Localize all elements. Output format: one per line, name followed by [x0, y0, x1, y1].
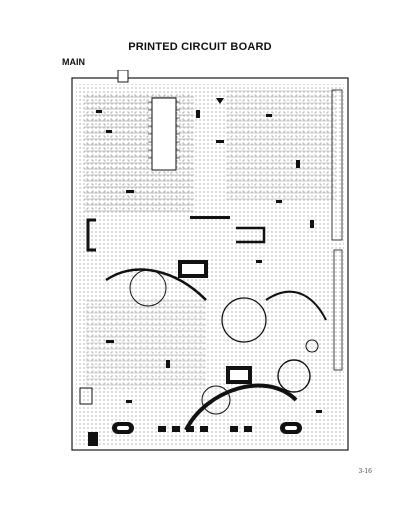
page-title: PRINTED CIRCUIT BOARD [128, 41, 272, 53]
large-capacitor [277, 359, 311, 393]
top-connector [117, 70, 129, 83]
page-number: 3-16 [358, 468, 372, 475]
board-outline [71, 77, 349, 451]
main-ic [151, 97, 177, 171]
pcb-diagram [71, 70, 349, 451]
right-bracket [236, 226, 266, 244]
flyback-circle [221, 297, 267, 343]
section-label: MAIN [62, 57, 85, 67]
bottom-left-jack [79, 387, 93, 405]
left-bracket [86, 218, 96, 252]
bottom-mounting-slots [112, 422, 302, 434]
right-connector [331, 89, 343, 241]
